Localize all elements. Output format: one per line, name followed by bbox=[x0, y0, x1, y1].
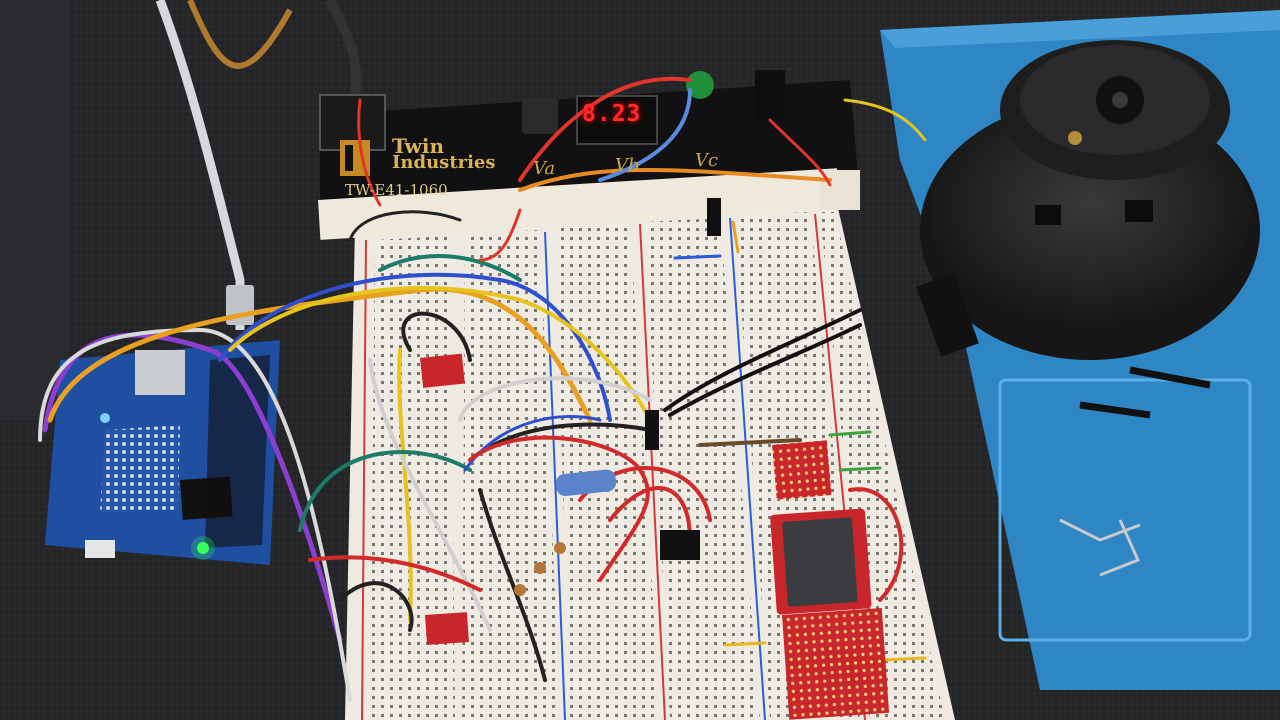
breakout-modules bbox=[420, 198, 890, 720]
rail-label-vb: Vb bbox=[615, 155, 640, 176]
rail-label-va: Va bbox=[533, 158, 556, 179]
model-number: TW-E41-1060 bbox=[345, 181, 448, 199]
rail-label-vc: Vc bbox=[695, 150, 719, 171]
brand-line-1: Twin bbox=[392, 134, 445, 158]
voltage-display: 8.23 bbox=[582, 101, 642, 127]
usb-cable bbox=[155, 0, 245, 330]
motor-spool bbox=[916, 40, 1260, 360]
brand-line-2: Industries bbox=[392, 152, 496, 173]
